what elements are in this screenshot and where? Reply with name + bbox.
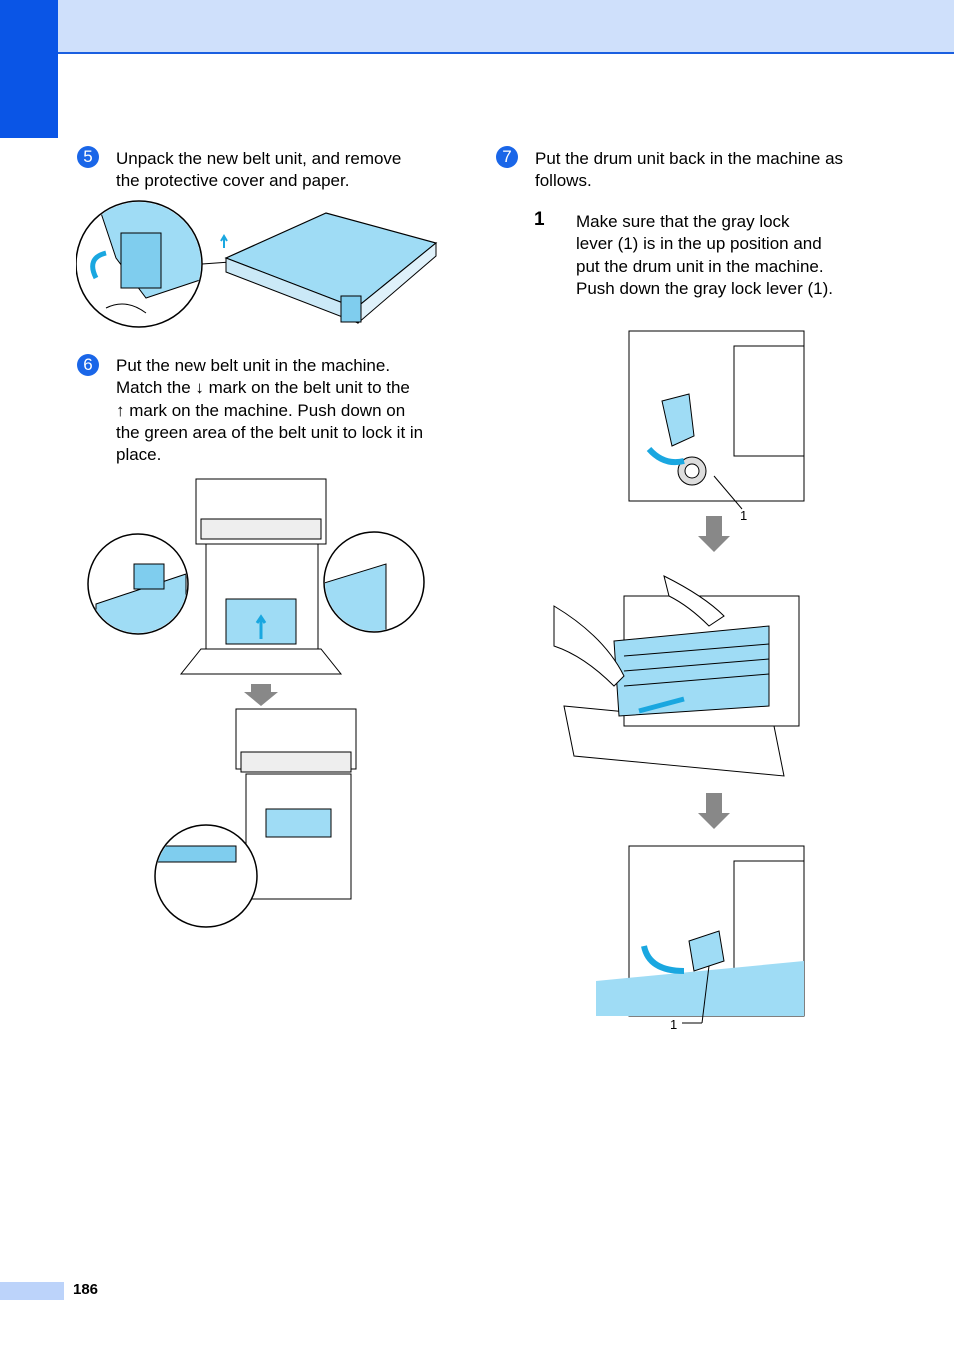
chapter-tab bbox=[0, 0, 58, 138]
substep-1-text: Make sure that the gray lock lever (1) i… bbox=[576, 212, 834, 298]
page-number: 186 bbox=[73, 1281, 99, 1298]
footer-band bbox=[0, 1282, 64, 1300]
header-band bbox=[0, 0, 954, 54]
step-5-icon: 5 bbox=[77, 146, 99, 168]
step-7-icon: 7 bbox=[496, 146, 518, 168]
step-6-text: Put the new belt unit in the machine. Ma… bbox=[116, 356, 424, 465]
belt-unit-unpack-illustration bbox=[76, 200, 438, 328]
lever-callout-bottom: 1 bbox=[670, 1017, 677, 1032]
step-5-text: Unpack the new belt unit, and remove the… bbox=[116, 149, 402, 191]
step-6-icon: 6 bbox=[77, 354, 99, 376]
lever-callout-top: 1 bbox=[740, 508, 747, 523]
substep-1-number: 1 bbox=[534, 209, 545, 230]
drum-unit-install-illustration: 1 1 bbox=[553, 330, 805, 1032]
step-7-text: Put the drum unit back in the machine as… bbox=[535, 149, 844, 191]
belt-unit-install-illustration bbox=[87, 478, 425, 928]
